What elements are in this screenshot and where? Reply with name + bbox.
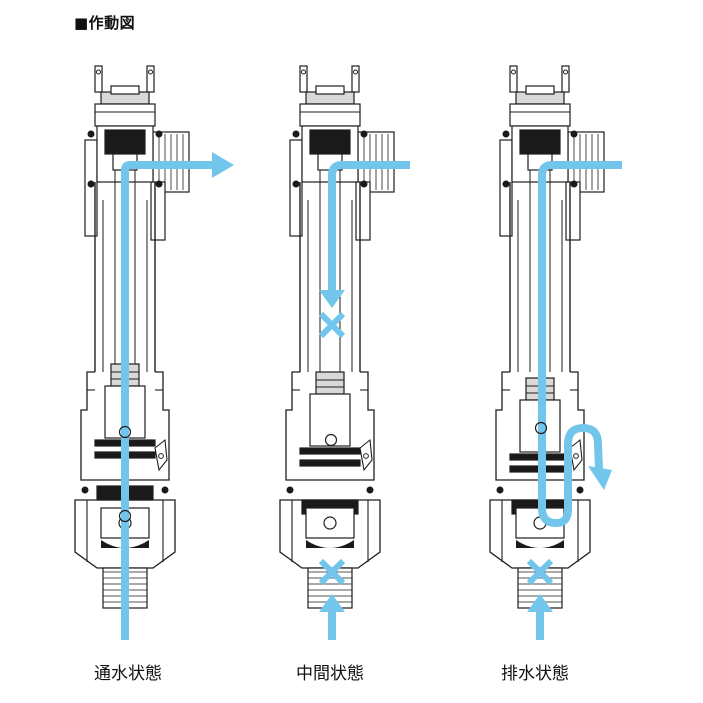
diagram-title: ■作動図 — [74, 14, 136, 32]
flow-path-drain — [538, 161, 622, 527]
valve-side-flange — [150, 181, 166, 241]
valve-head — [94, 103, 156, 127]
valve-side-flange — [355, 181, 371, 241]
flow-arrow-up — [527, 594, 553, 612]
valve-piston-nut — [315, 371, 345, 395]
valve-left-wall — [289, 139, 303, 237]
o-ring — [570, 130, 578, 138]
o-ring — [496, 486, 504, 494]
valve-body-flow — [74, 65, 190, 609]
valve-head — [299, 103, 361, 127]
lever-pin — [158, 453, 164, 459]
o-ring — [570, 180, 578, 188]
valve-prong — [94, 65, 103, 93]
blocked-cross-icon — [318, 311, 346, 339]
valve-cap-top — [315, 85, 345, 95]
flow-arrow-down — [319, 290, 345, 308]
lever-pin — [363, 453, 369, 459]
flow-arrow-drain — [588, 466, 612, 490]
valve-prong — [351, 65, 360, 93]
o-ring — [292, 180, 300, 188]
valve-bottom-seal — [101, 540, 149, 548]
valve-top-seal — [519, 129, 561, 155]
o-ring — [87, 180, 95, 188]
valve-prong — [509, 65, 518, 93]
valve-prong — [299, 65, 308, 93]
o-ring — [292, 130, 300, 138]
o-ring — [502, 180, 510, 188]
valve-bottom-seal — [516, 540, 564, 548]
state-label-intermediate: 中間状態 — [296, 664, 364, 684]
valve-side-flange — [565, 181, 581, 241]
o-ring — [360, 180, 368, 188]
valve-top-seal — [309, 129, 351, 155]
o-ring — [161, 486, 169, 494]
flow-arrow-out — [212, 152, 234, 178]
o-ring — [81, 486, 89, 494]
valve-ball-pin — [323, 516, 337, 530]
flow-marker — [324, 433, 338, 447]
blocked-cross-icon — [526, 558, 554, 586]
valve-piston — [309, 393, 351, 447]
o-ring — [286, 486, 294, 494]
o-ring — [576, 486, 584, 494]
valve-body-drain — [489, 65, 605, 609]
valve-left-wall — [84, 139, 98, 237]
o-ring — [87, 130, 95, 138]
valve-piston-seal — [299, 447, 361, 455]
valve-head — [509, 103, 571, 127]
flow-marker — [118, 509, 132, 523]
valve-prong — [561, 65, 570, 93]
valve-body-intermediate — [279, 65, 395, 609]
blocked-cross-icon — [318, 558, 346, 586]
flow-marker — [534, 421, 548, 435]
state-label-flow: 通水状態 — [94, 664, 162, 684]
state-label-drain: 排水状態 — [501, 664, 569, 684]
flow-path-outlet-return — [328, 161, 410, 292]
valve-prong — [146, 65, 155, 93]
o-ring — [155, 130, 163, 138]
valve-top-seal — [104, 129, 146, 155]
valve-cap-top — [525, 85, 555, 95]
o-ring — [155, 180, 163, 188]
flow-path-through — [121, 161, 214, 640]
valve-left-wall — [499, 139, 513, 237]
o-ring — [502, 130, 510, 138]
flow-marker — [118, 425, 132, 439]
lever-pin — [573, 453, 579, 459]
valve-piston-seal — [299, 459, 361, 467]
o-ring — [360, 130, 368, 138]
o-ring — [366, 486, 374, 494]
valve-bottom-seal — [306, 540, 354, 548]
flow-arrow-up — [319, 594, 345, 612]
valve-cap-top — [110, 85, 140, 95]
